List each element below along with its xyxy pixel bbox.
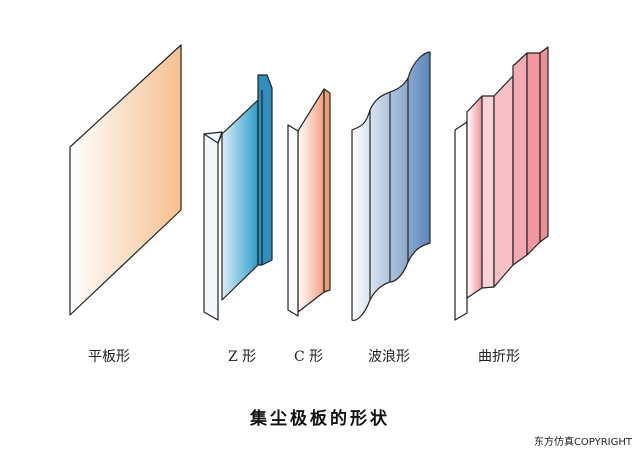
label-flat: 平板形 [88,349,130,365]
label-c: C 形 [294,349,324,365]
label-wave: 波浪形 [368,349,410,365]
label-z: Z 形 [228,349,257,365]
diagram-title: 集尘极板的形状 [250,409,390,429]
zigzag-plate [454,46,549,321]
copyright: 东方仿真COPYRIGHT [533,437,632,448]
wave-plate [351,51,431,321]
flat-plate [69,44,182,316]
label-zigzag: 曲折形 [478,349,520,365]
z-plate [203,74,273,321]
c-plate [287,88,331,317]
